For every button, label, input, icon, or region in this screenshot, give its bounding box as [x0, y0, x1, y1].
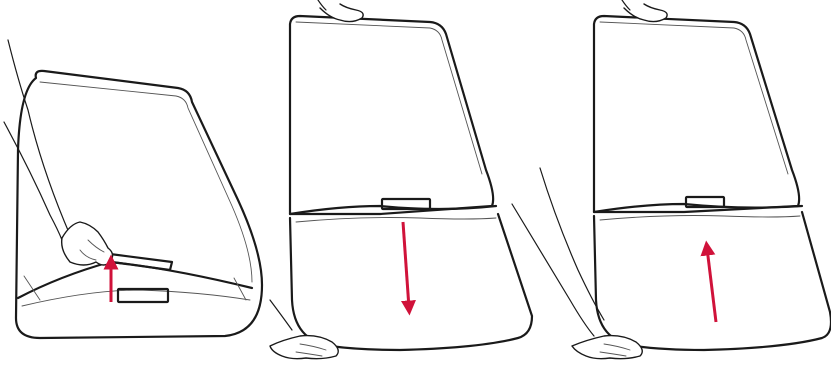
upper-half — [594, 16, 799, 212]
panel-2 — [270, 0, 532, 359]
hand-icon — [624, 4, 667, 22]
panel-3 — [512, 0, 831, 359]
hand-icon — [572, 336, 642, 359]
lower-half — [290, 214, 532, 350]
pocket-fold — [18, 262, 252, 298]
pocket-fold-inner — [22, 290, 250, 306]
cover-body — [16, 71, 262, 338]
panel-1 — [4, 40, 262, 338]
arm-line-right — [512, 204, 594, 336]
arrow-down-icon — [403, 222, 409, 308]
hand-icon — [62, 222, 113, 265]
hand-icon — [320, 4, 363, 22]
arm-line-right — [4, 122, 62, 240]
pull-tab — [110, 254, 172, 270]
upper-half — [290, 16, 493, 214]
lower-half-inner — [296, 218, 496, 223]
arm-line-bottom — [270, 300, 292, 330]
lower-half-inner — [600, 216, 800, 221]
hand-icon — [270, 336, 338, 359]
upper-half-inner — [600, 22, 788, 174]
arrow-up-icon — [707, 248, 716, 322]
upper-half-inner — [296, 22, 482, 174]
